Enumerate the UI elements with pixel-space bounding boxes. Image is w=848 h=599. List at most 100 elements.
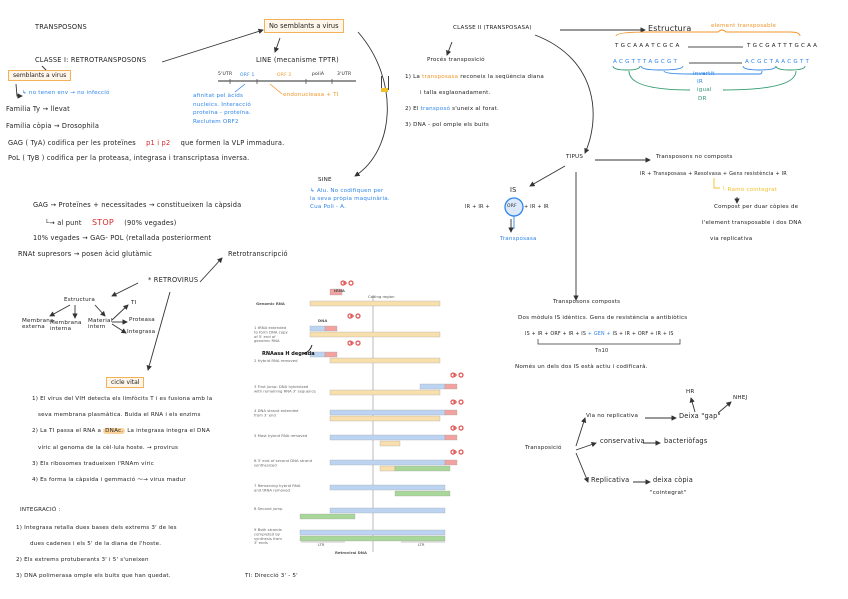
fig-step-label: synthesized [254, 462, 277, 467]
fig-strand-segment [394, 490, 451, 497]
material-intern-l1: Material [88, 318, 113, 324]
proces-heading: Procés transposició [427, 57, 485, 63]
trna-cloverleaf-icon [450, 399, 464, 405]
is-heading: IS [510, 186, 517, 194]
gag-note-2: └→ al punt STOP (90% vegades) [45, 219, 177, 227]
sine-note-line: ↳ Alu. No codifiquen per [310, 188, 384, 194]
fig-strand-segment [309, 325, 326, 332]
tipus-heading: TIPUS [566, 154, 584, 160]
via-no-replicativa: Via no replicativa [586, 413, 639, 419]
orf1-note-line: Reclutem ORF2 [193, 118, 239, 125]
fig-strand-segment [444, 409, 458, 416]
fig-step-label: 8 Second jump [254, 506, 283, 511]
fig-strand-segment [329, 459, 446, 466]
stop-label: STOP [92, 218, 114, 227]
trna-cloverleaf-icon [450, 449, 464, 455]
cicle-step-2-pre: 2) La TI passa el RNA a [32, 428, 102, 434]
is-left: IR + IR + [465, 204, 490, 210]
semblants-box: semblants a virus [8, 70, 72, 81]
cicle-step-2: 2) La TI passa el RNA a DNAc. La integra… [32, 428, 210, 435]
gag-line: GAG ( TyA) codifica per les proteïnes p1… [8, 140, 284, 147]
gag-text: GAG ( TyA) codifica per les proteïnes [8, 139, 136, 147]
fig-step-label: synthesis from [254, 536, 282, 541]
proces-step-1b: i talla esglaonadament. [420, 90, 491, 96]
integracio-1: 1) Integrasa retalla dues bases dels ext… [16, 525, 177, 531]
proces-step-2: 2) El transposó s'uneix al forat. [405, 106, 499, 113]
proces-step-2-pre: 2) El [405, 106, 419, 112]
sine-heading: SINE [318, 177, 332, 183]
fig-step-label: 1 tRNA extended [254, 325, 287, 330]
cicle-vital-box: cicle vital [106, 377, 145, 388]
deixa-gap: Deixa "gap" [679, 412, 721, 420]
membrana-interna-l1: Membrana [50, 320, 82, 326]
fig-strand-segment [299, 535, 446, 542]
classe1-heading: CLASSE I: RETROTRANSPOSONS [35, 56, 147, 64]
fig-strand-segment [419, 383, 446, 390]
integracio-3: 3) DNA polimerasa omple els buits que ha… [16, 573, 171, 579]
gag-proteins: p1 i p2 [146, 139, 171, 147]
integrasa-label: Integrasa [127, 329, 156, 335]
compost-line-1: Compost per duar còpies de [714, 204, 799, 210]
sine-note-line: Cua Poli - A. [310, 204, 347, 210]
fig-step-label: 3 First jump: DNA hybridized [254, 384, 309, 389]
cointegrat-note: └ Ramó cointegrat [722, 187, 778, 193]
seq-bot-left: A C G T T T A G C G T [613, 59, 678, 65]
gag-note-1: GAG → Proteïnes + necessitades → constit… [33, 201, 242, 209]
fig-step-label: 3' ends [254, 540, 268, 545]
fig-strand-segment [329, 484, 446, 491]
fig-step-label: 2 Hybrid RNA removed [254, 358, 298, 363]
fig-strand-segment [309, 300, 441, 307]
transposasa-label: Transposasa [500, 236, 537, 242]
fig-strand-segment [444, 383, 458, 390]
line-orf1: ORF 1 [240, 73, 255, 78]
fig-step-label: and tRNA removed [254, 487, 291, 492]
familia-ty: Familia Ty → llevat [6, 105, 70, 113]
composts-formula-1: IS + IR + ORF + IR + IS [525, 332, 587, 337]
compost-line-3: via replicativa [710, 236, 753, 242]
compost-line-2: l'element transposable i dos DNA [702, 220, 802, 226]
fig-strand-segment [394, 465, 451, 472]
membrana-externa-l2: externa [22, 324, 45, 330]
gag-note-3: 10% vegades → GAG- POL (retallada poster… [33, 234, 212, 242]
fig-trna-label: tRNA [334, 288, 345, 293]
orf-label: ORF [507, 204, 517, 209]
cicle-step-1b: seva membrana plasmàtica. Buida el RNA i… [38, 412, 201, 418]
fig-step-label: to form DNA copy [254, 329, 288, 334]
fig-strand-segment [329, 409, 446, 416]
fig-genomic-rna-label: Genomic RNA [256, 301, 285, 306]
fig-strand-segment [329, 389, 441, 396]
cicle-step-1: 1) El virus del VIH detecta els limfòcit… [32, 396, 213, 402]
line-orf2: ORF 2 [277, 73, 292, 78]
proteasa-label: Proteasa [129, 317, 155, 323]
proces-step-3: 3) DNA - pol omple els buits [405, 122, 489, 128]
line-heading: LINE (mecanisme TPTR) [256, 56, 339, 64]
cicle-step-2b: víric al genoma de la cèl·lula hoste. → … [38, 445, 179, 451]
composts-formula-2: IS + IR + ORF + IR + IS [612, 332, 674, 337]
replicativa: Replicativa [591, 476, 630, 484]
fig-retroviral-dna-label: Retroviral DNA [335, 550, 367, 555]
orf1-note-line: proteïna - proteïna. [193, 110, 251, 116]
sticker-mark-icon [381, 88, 388, 92]
trna-cloverleaf-icon [347, 340, 361, 346]
igual-label: igual [697, 87, 712, 93]
ti-direccio: TI: Direcció 3' - 5' [245, 573, 298, 579]
seq-top-left: T G C A A A T C G C A [615, 43, 680, 49]
ti-label: TI [131, 300, 137, 306]
fig-step-label: 6 3' end of second DNA strand [254, 458, 313, 463]
cointegrat-label: "cointegrat" [650, 490, 687, 496]
deixa-copia: deixa còpia [653, 476, 694, 484]
fig-dna-label: DNA [318, 318, 327, 323]
dnac-highlight: DNAc. [103, 428, 126, 434]
membrana-externa-l1: Membrana [22, 318, 54, 324]
nomes-note: Només un dels dos IS està actiu i codifi… [515, 364, 648, 370]
fig-ltr-left: LTR [318, 542, 325, 547]
fig-strand-segment [329, 415, 441, 422]
element-transposable-label: element transposable [711, 23, 777, 29]
trna-cloverleaf-icon [340, 280, 354, 286]
proces-step-1: 1) La transposasa reconeix la seqüència … [405, 74, 544, 81]
dr-label: DR [698, 96, 707, 102]
fig-strand-segment [329, 507, 446, 514]
fig-strand-segment [444, 434, 458, 441]
